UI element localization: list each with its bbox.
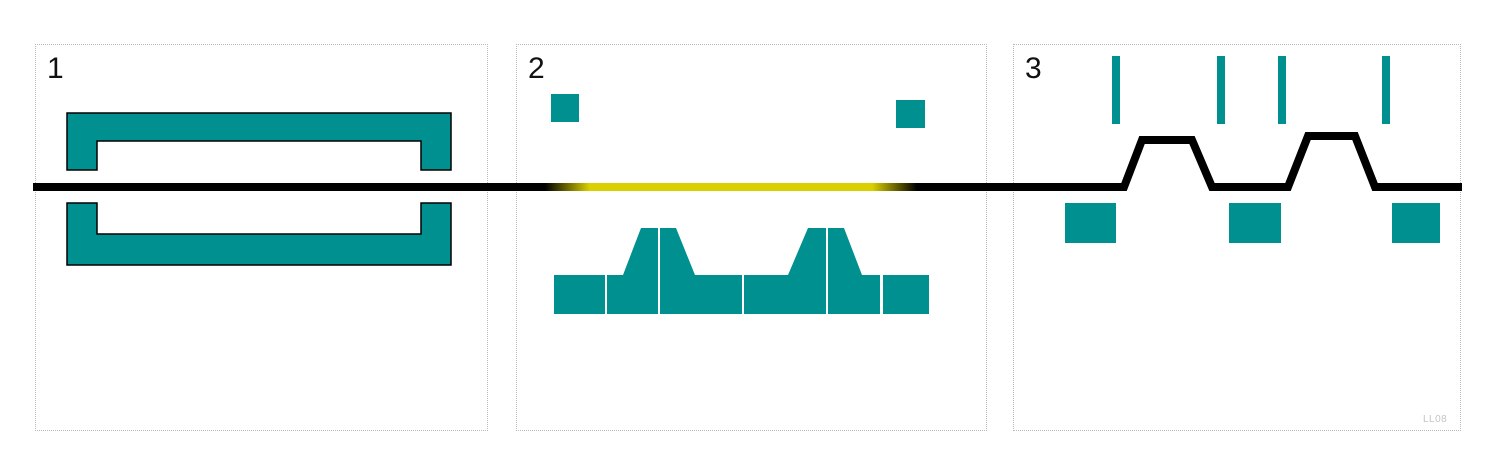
panel-1-shapes <box>66 112 452 266</box>
vertical-bar <box>1278 56 1286 124</box>
panel-number-1: 1 <box>47 52 64 85</box>
watermark-label: LL08 <box>1423 414 1448 425</box>
die-block <box>744 228 826 314</box>
panel-number-3: 3 <box>1025 52 1042 85</box>
small-square-left <box>551 94 579 122</box>
panel-3-bars <box>1112 56 1390 124</box>
die-block <box>607 228 658 314</box>
lower-bracket <box>66 202 452 266</box>
panel-3-blocks <box>1065 203 1440 243</box>
small-square-right <box>896 100 925 128</box>
upper-bracket <box>66 112 452 171</box>
formed-profile-line <box>1116 132 1462 191</box>
lower-block <box>1065 203 1116 243</box>
panel-number-2: 2 <box>528 52 545 85</box>
die-block <box>828 228 880 314</box>
die-block <box>660 228 742 314</box>
segmented-die <box>554 228 929 314</box>
vertical-bar <box>1382 56 1390 124</box>
die-block <box>554 275 605 314</box>
lower-block <box>1392 203 1440 243</box>
heated-zone-glow <box>545 183 917 191</box>
die-block <box>883 275 929 314</box>
vertical-bar <box>1112 56 1120 124</box>
vertical-bar <box>1217 56 1225 124</box>
lower-block <box>1229 203 1281 243</box>
